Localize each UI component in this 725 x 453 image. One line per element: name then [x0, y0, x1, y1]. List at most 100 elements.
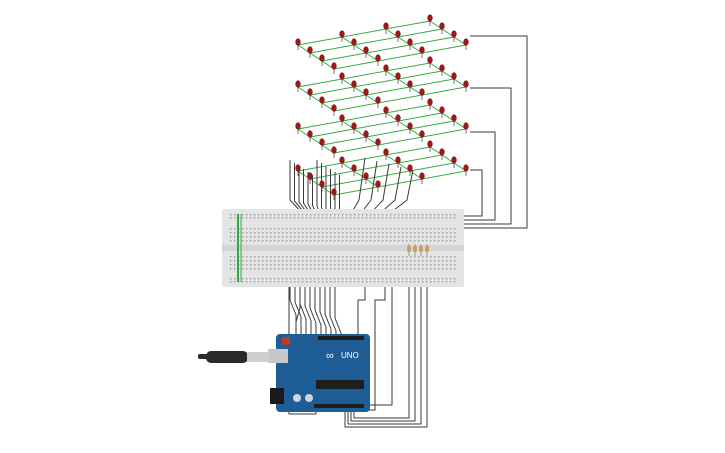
breadboard-hole: [254, 217, 256, 219]
led[interactable]: [407, 38, 413, 50]
wire[interactable]: [344, 256, 428, 428]
led[interactable]: [439, 64, 445, 76]
arduino-pcb[interactable]: [276, 334, 370, 412]
led[interactable]: [351, 122, 357, 134]
led[interactable]: [375, 96, 381, 108]
led[interactable]: [339, 114, 345, 126]
breadboard-hole: [262, 264, 264, 266]
usb-cable-body[interactable]: [206, 351, 248, 363]
led-cube[interactable]: [295, 14, 469, 200]
led[interactable]: [295, 164, 301, 176]
led[interactable]: [395, 72, 401, 84]
arduino-power-header[interactable]: [314, 404, 364, 408]
led[interactable]: [307, 88, 313, 100]
breadboard-hole: [414, 232, 416, 234]
wire[interactable]: [350, 256, 416, 422]
wire[interactable]: [295, 285, 301, 338]
arduino-uno-board[interactable]: ∞ UNO: [268, 334, 370, 412]
led[interactable]: [295, 80, 301, 92]
led[interactable]: [307, 46, 313, 58]
breadboard-hole: [318, 228, 320, 230]
led[interactable]: [451, 30, 457, 42]
led[interactable]: [331, 62, 337, 74]
led[interactable]: [407, 164, 413, 176]
breadboard-hole: [338, 228, 340, 230]
breadboard-hole: [338, 217, 340, 219]
led[interactable]: [395, 114, 401, 126]
resistors[interactable]: [407, 244, 429, 256]
led[interactable]: [383, 148, 389, 160]
led[interactable]: [295, 38, 301, 50]
led[interactable]: [395, 30, 401, 42]
led[interactable]: [419, 88, 425, 100]
led[interactable]: [331, 188, 337, 200]
power-jack[interactable]: [270, 388, 284, 404]
breadboard-hole: [362, 228, 364, 230]
usb-port[interactable]: [268, 349, 288, 363]
led[interactable]: [427, 14, 433, 26]
led[interactable]: [407, 122, 413, 134]
led[interactable]: [407, 80, 413, 92]
reset-button[interactable]: [282, 337, 290, 345]
led[interactable]: [331, 146, 337, 158]
led[interactable]: [375, 54, 381, 66]
led[interactable]: [351, 38, 357, 50]
led[interactable]: [439, 106, 445, 118]
led[interactable]: [463, 80, 469, 92]
usb-cable-icon[interactable]: [198, 351, 269, 363]
led[interactable]: [363, 46, 369, 58]
led[interactable]: [451, 72, 457, 84]
led[interactable]: [383, 22, 389, 34]
led[interactable]: [319, 54, 325, 66]
led[interactable]: [439, 22, 445, 34]
led[interactable]: [463, 38, 469, 50]
led[interactable]: [339, 30, 345, 42]
led[interactable]: [319, 96, 325, 108]
usb-plug[interactable]: [247, 352, 269, 362]
led[interactable]: [331, 104, 337, 116]
arduino-digital-header[interactable]: [318, 336, 364, 340]
led[interactable]: [295, 122, 301, 134]
breadboard-hole: [302, 281, 304, 283]
breadboard-hole: [286, 264, 288, 266]
led[interactable]: [439, 148, 445, 160]
breadboard-hole: [318, 281, 320, 283]
resistor-icon[interactable]: [425, 244, 429, 256]
resistor-icon[interactable]: [419, 244, 423, 256]
led-cube-layers[interactable]: [297, 20, 467, 196]
led[interactable]: [363, 172, 369, 184]
led[interactable]: [463, 122, 469, 134]
led[interactable]: [419, 172, 425, 184]
led[interactable]: [351, 164, 357, 176]
wire[interactable]: [347, 256, 422, 425]
led[interactable]: [419, 46, 425, 58]
led[interactable]: [307, 172, 313, 184]
led[interactable]: [427, 98, 433, 110]
led[interactable]: [339, 72, 345, 84]
led[interactable]: [383, 106, 389, 118]
led[interactable]: [375, 138, 381, 150]
led[interactable]: [395, 156, 401, 168]
led[interactable]: [307, 130, 313, 142]
led[interactable]: [427, 56, 433, 68]
led[interactable]: [339, 156, 345, 168]
led[interactable]: [319, 180, 325, 192]
led[interactable]: [419, 130, 425, 142]
led[interactable]: [451, 114, 457, 126]
led[interactable]: [351, 80, 357, 92]
led[interactable]: [319, 138, 325, 150]
led[interactable]: [363, 88, 369, 100]
led[interactable]: [383, 64, 389, 76]
wire[interactable]: [338, 281, 366, 338]
resistor-icon[interactable]: [407, 244, 411, 256]
led-icon: [427, 14, 433, 22]
led[interactable]: [463, 164, 469, 176]
led[interactable]: [375, 180, 381, 192]
led[interactable]: [427, 140, 433, 152]
breadboard-hole: [230, 278, 232, 280]
resistor-icon[interactable]: [413, 244, 417, 256]
led[interactable]: [363, 130, 369, 142]
breadboard[interactable]: [222, 209, 464, 287]
led[interactable]: [451, 156, 457, 168]
